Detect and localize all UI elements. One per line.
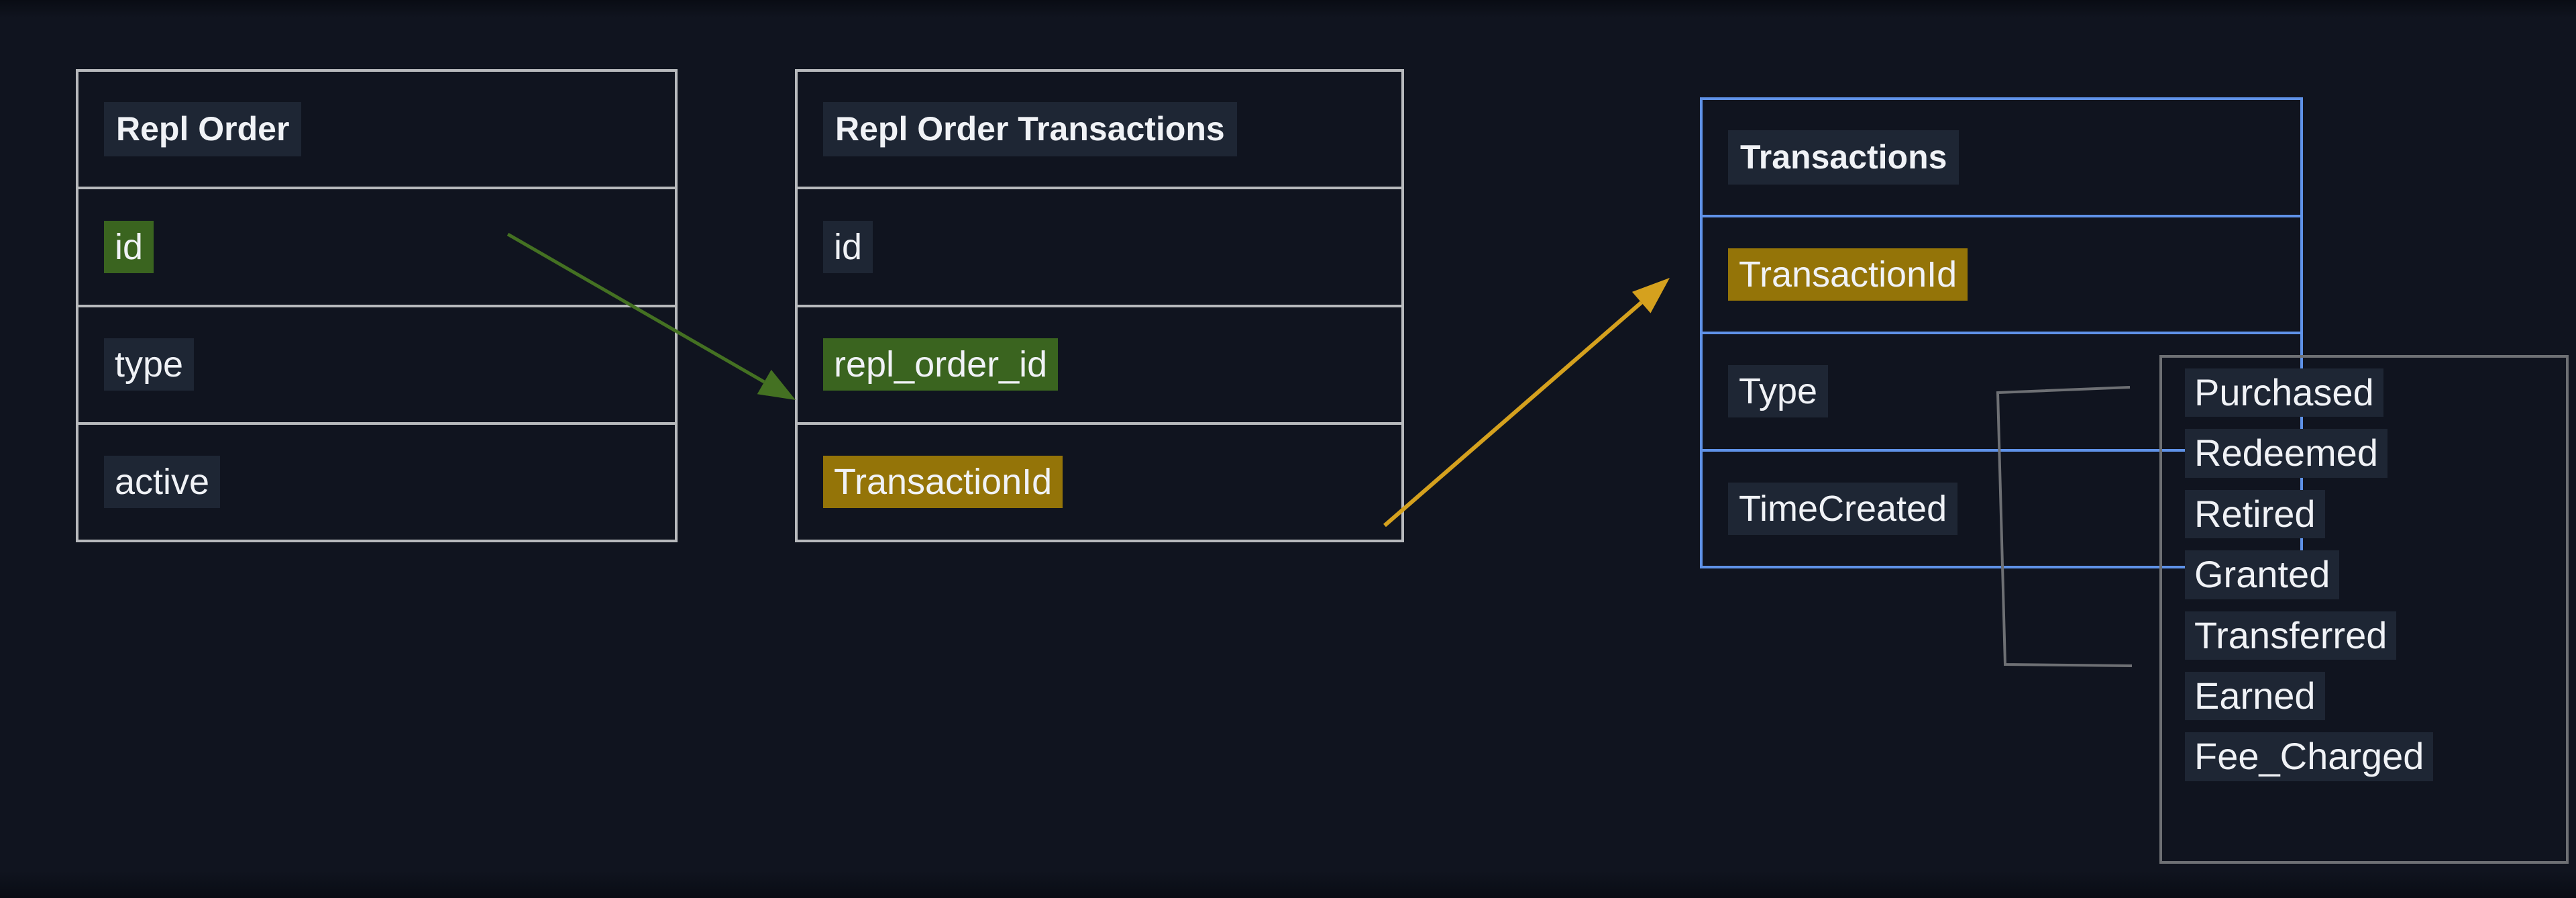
field-label: TimeCreated: [1728, 482, 1958, 535]
enum-item: Redeemed: [2185, 429, 2387, 478]
field-label: id: [104, 220, 154, 273]
enum-item: Fee_Charged: [2185, 732, 2434, 781]
table-title: Transactions: [1728, 130, 1960, 185]
field-label: repl_order_id: [823, 338, 1059, 391]
arrow-transactionid-fk-to-transactionid-head: [1631, 278, 1670, 313]
table-title-row: Repl Order: [78, 72, 675, 187]
enum-item: Transferred: [2185, 611, 2397, 660]
enum-item: Purchased: [2185, 368, 2383, 417]
table-title: Repl Order: [104, 101, 302, 157]
table-row: TransactionId: [798, 421, 1401, 540]
table-row: repl_order_id: [798, 304, 1401, 422]
field-label: type: [104, 338, 195, 391]
field-label: id: [823, 220, 873, 273]
table-repl-order: Repl Order id type active: [76, 69, 678, 542]
table-title-row: Repl Order Transactions: [798, 72, 1401, 187]
table-row: id: [78, 187, 675, 304]
enum-item: Retired: [2185, 489, 2325, 539]
table-row: id: [798, 187, 1401, 304]
field-label: TransactionId: [823, 456, 1063, 509]
table-title: Repl Order Transactions: [823, 101, 1237, 157]
table-title-row: Transactions: [1703, 100, 2300, 215]
arrow-transactionid-fk-to-transactionid: [1383, 301, 1643, 528]
field-label: active: [104, 456, 221, 509]
table-row: active: [78, 421, 675, 540]
table-row: TransactionId: [1703, 214, 2300, 332]
field-label: TransactionId: [1728, 248, 1968, 301]
arrow-repl-order-id-to-repl-order-id-head: [757, 369, 796, 400]
table-row: Type: [1703, 332, 2300, 449]
enum-item: Granted: [2185, 550, 2340, 599]
field-label: Type: [1728, 365, 1829, 418]
table-row: type: [78, 304, 675, 422]
enum-item: Earned: [2185, 671, 2325, 721]
